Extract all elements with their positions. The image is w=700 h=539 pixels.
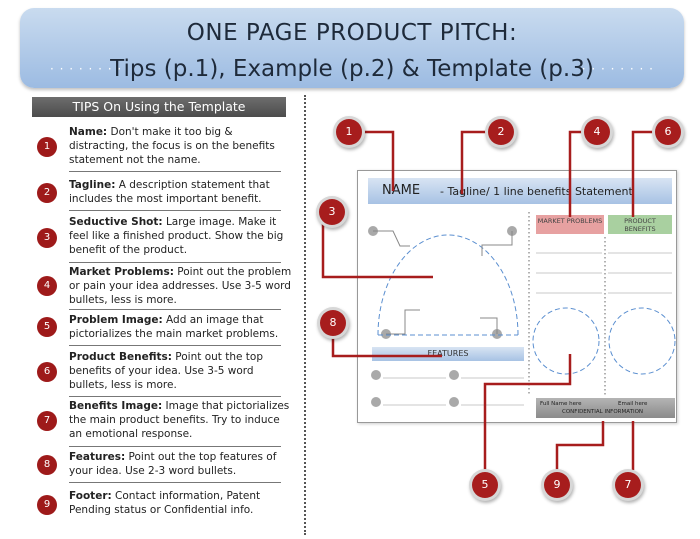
marker-7: 7 [615, 472, 641, 498]
banner-title-line2: Tips (p.1), Example (p.2) & Template (p.… [110, 56, 594, 82]
placeholder-circle [371, 397, 381, 407]
marker-2: 2 [488, 119, 514, 145]
tip-6: Product Benefits: Point out the top bene… [69, 350, 295, 392]
divider [69, 262, 281, 263]
decorative-dots-left: · · · · · · · · [50, 62, 123, 76]
tip-number-2: 2 [37, 183, 57, 203]
template-preview-page [357, 170, 677, 423]
tip-4-name: Market Problems: [69, 266, 174, 278]
tip-7: Benefits Image: Image that pictorializes… [69, 399, 295, 441]
banner-title-line1: ONE PAGE PRODUCT PITCH: [186, 20, 518, 46]
tip-9-text: Contact information, Patent Pending stat… [69, 490, 261, 516]
tip-9: Footer: Contact information, Patent Pend… [69, 489, 295, 517]
tips-heading: TIPS On Using the Template [32, 97, 286, 117]
tip-number-4: 4 [37, 276, 57, 296]
name-tagline-bar: NAME - Tagline/ 1 line benefits Statemen… [368, 178, 672, 204]
divider [69, 210, 281, 211]
divider [69, 482, 281, 483]
features-header: FEATURES [372, 347, 524, 361]
tip-number-7: 7 [37, 411, 57, 431]
footer-email: Email here [618, 401, 648, 407]
divider [69, 345, 281, 346]
divider [69, 446, 281, 447]
tip-3-text: Large image. Make it feel like a finishe… [69, 216, 284, 256]
marker-8: 8 [320, 310, 346, 336]
template-name-label: NAME [382, 183, 421, 198]
decorative-dots-right: · · · · · · · · [581, 62, 654, 76]
marker-9: 9 [544, 472, 570, 498]
tip-number-1: 1 [37, 137, 57, 157]
tip-1: Name: Don't make it too big & distractin… [69, 125, 295, 167]
tip-7-text: Image that pictorializes the main produc… [69, 400, 290, 440]
marker-5: 5 [472, 472, 498, 498]
tip-2: Tagline: A description statement that in… [69, 178, 295, 206]
divider [69, 309, 281, 310]
marker-1: 1 [336, 119, 362, 145]
vertical-dotted-divider [304, 95, 306, 535]
tip-7-name: Benefits Image: [69, 400, 163, 412]
tip-number-9: 9 [37, 495, 57, 515]
tip-8-text: Point out the top features of your idea.… [69, 451, 277, 477]
placeholder-circle [371, 370, 381, 380]
divider [69, 171, 281, 172]
template-tagline: - Tagline/ 1 line benefits Statement [440, 185, 633, 198]
placeholder-circle [449, 370, 459, 380]
tip-4: Market Problems: Point out the problem o… [69, 265, 295, 307]
tip-6-text: Point out the top benefits of your idea.… [69, 351, 264, 391]
tip-number-6: 6 [37, 362, 57, 382]
tip-2-name: Tagline: [69, 179, 116, 191]
tip-number-5: 5 [37, 317, 57, 337]
market-problems-header: MARKET PROBLEMS [536, 215, 604, 234]
marker-6: 6 [655, 119, 681, 145]
tip-4-text: Point out the problem or pain your idea … [69, 266, 292, 306]
placeholder-circle [449, 397, 459, 407]
tip-8-name: Features: [69, 451, 126, 463]
tip-number-8: 8 [37, 455, 57, 475]
footer-name: Full Name here [540, 401, 582, 407]
template-footer: Full Name here Email here CONFIDENTIAL I… [536, 398, 675, 418]
divider [69, 396, 281, 397]
tip-9-name: Footer: [69, 490, 112, 502]
tip-1-text: Don't make it too big & distracting, the… [69, 126, 275, 166]
tip-1-name: Name: [69, 126, 108, 138]
marker-3: 3 [319, 199, 345, 225]
footer-confidential: CONFIDENTIAL INFORMATION [562, 409, 644, 415]
tip-2-text: A description statement that includes th… [69, 179, 270, 205]
tip-5: Problem Image: Add an image that pictori… [69, 313, 295, 341]
tip-3: Seductive Shot: Large image. Make it fee… [69, 215, 295, 257]
product-benefits-header: PRODUCT BENEFITS [608, 215, 672, 234]
tip-6-name: Product Benefits: [69, 351, 172, 363]
title-banner: ONE PAGE PRODUCT PITCH: Tips (p.1), Exam… [20, 8, 684, 88]
tip-3-name: Seductive Shot: [69, 216, 163, 228]
tip-5-text: Add an image that pictorializes the main… [69, 314, 279, 340]
marker-4: 4 [584, 119, 610, 145]
tip-5-name: Problem Image: [69, 314, 163, 326]
tip-number-3: 3 [37, 228, 57, 248]
tip-8: Features: Point out the top features of … [69, 450, 295, 478]
